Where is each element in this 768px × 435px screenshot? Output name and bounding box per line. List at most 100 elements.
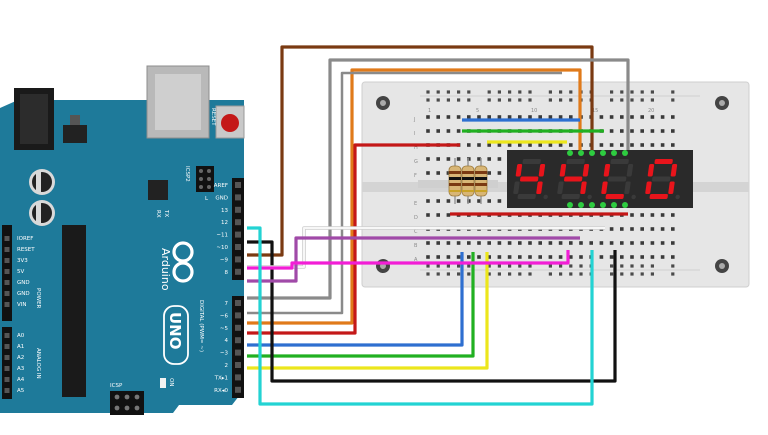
display-pin-top (578, 150, 584, 156)
header-pin (4, 302, 10, 307)
display-segment (603, 164, 611, 177)
breadboard-hole (609, 115, 614, 119)
rail-hole (457, 264, 461, 268)
breadboard-hole (620, 129, 624, 133)
breadboard-hole (436, 213, 440, 217)
display-segment (559, 164, 567, 177)
wires (247, 45, 630, 406)
rail-hole (528, 272, 532, 276)
breadboard-hole (487, 143, 491, 147)
display-segment (652, 176, 671, 182)
display-pin-top (611, 150, 617, 156)
rail-hole (487, 90, 491, 94)
power-pin-label: GND (17, 291, 30, 297)
digital-pin-label: GND (215, 195, 228, 201)
rail-hole (518, 98, 522, 102)
header-pin (235, 268, 241, 275)
breadboard-hole (436, 241, 440, 245)
rail-hole (671, 264, 675, 268)
header-pin (4, 236, 10, 241)
rail-hole (559, 264, 563, 268)
rail-hole (426, 98, 430, 102)
rail-hole (620, 272, 624, 276)
breadboard-hole (426, 171, 430, 175)
row-label: H (414, 145, 418, 151)
rail-hole (650, 272, 654, 276)
breadboard-hole (477, 241, 481, 245)
rail-hole (630, 264, 634, 268)
digital-pin-label: ~9 (220, 257, 229, 263)
breadboard-hole (630, 213, 634, 217)
rail-hole (569, 98, 573, 102)
row-label: D (414, 215, 418, 221)
display-segment (582, 164, 590, 177)
breadboard-hole (487, 171, 491, 175)
power-pin-label: RESET (17, 247, 35, 253)
breadboard-hole (558, 115, 563, 119)
digital-label: DIGITAL (PWM= ~) (198, 300, 204, 352)
display-segment (536, 181, 543, 194)
header-pin (235, 231, 241, 238)
resistor (448, 158, 462, 204)
breadboard-hole (630, 227, 634, 231)
analog-pin-label: A5 (17, 388, 25, 394)
breadboard-hole (456, 129, 461, 133)
breadboard-hole (538, 115, 542, 119)
rail-hole (640, 90, 644, 94)
rail-hole (650, 264, 654, 268)
breadboard-hole (487, 255, 491, 259)
header-pin (235, 324, 241, 331)
breadboard-hole (558, 241, 563, 245)
rail-hole (508, 264, 512, 268)
display-pin-bottom (600, 202, 606, 208)
breadboard-hole (446, 129, 451, 133)
rail-hole (559, 90, 563, 94)
breadboard-hole (518, 255, 522, 259)
breadboard-hole (660, 241, 665, 245)
breadboard-hole (487, 199, 491, 203)
breadboard-hole (497, 255, 502, 259)
breadboard-hole (620, 143, 624, 147)
display-segment (654, 159, 673, 164)
capacitor (29, 200, 55, 226)
analog-label: ANALOG IN (35, 348, 41, 379)
row-label: J (413, 117, 415, 123)
rail-hole (457, 90, 461, 94)
display-pin-bottom (622, 202, 628, 208)
breadboard-hole (640, 227, 644, 231)
digital-pin-label: AREF (214, 183, 228, 189)
breadboard-hole (640, 213, 644, 217)
breadboard-hole (640, 143, 644, 147)
rail-hole (467, 272, 471, 276)
display-segment (557, 181, 564, 194)
display-pin-bottom (611, 202, 617, 208)
rail-hole (610, 98, 614, 102)
analog-pin-label: A0 (17, 333, 25, 339)
breadboard-hole (650, 241, 655, 245)
breadboard-hole (507, 143, 512, 147)
display-pin-top (622, 150, 628, 156)
rail-hole (497, 90, 501, 94)
display-segment (610, 159, 629, 164)
header-pin (235, 349, 241, 356)
atmega-chip (62, 225, 86, 397)
row-label: I (414, 131, 415, 137)
rail-hole (528, 98, 532, 102)
rail-hole (620, 98, 624, 102)
breadboard-hole (446, 213, 451, 217)
wire-black (247, 240, 617, 383)
breadboard-hole (456, 115, 461, 119)
digital-header-bottom (232, 296, 244, 398)
rail-hole (497, 272, 501, 276)
column-label: 10 (531, 108, 537, 114)
header-pin (235, 374, 241, 381)
breadboard-hole (630, 115, 634, 119)
analog-pin-label: A2 (17, 355, 24, 361)
reset-button[interactable] (215, 105, 245, 139)
rail-hole (650, 90, 654, 94)
display-digit (645, 159, 680, 200)
breadboard-hole (528, 241, 532, 245)
row-label: G (414, 159, 418, 165)
breadboard-hole (426, 115, 430, 119)
rail-hole (610, 264, 614, 268)
